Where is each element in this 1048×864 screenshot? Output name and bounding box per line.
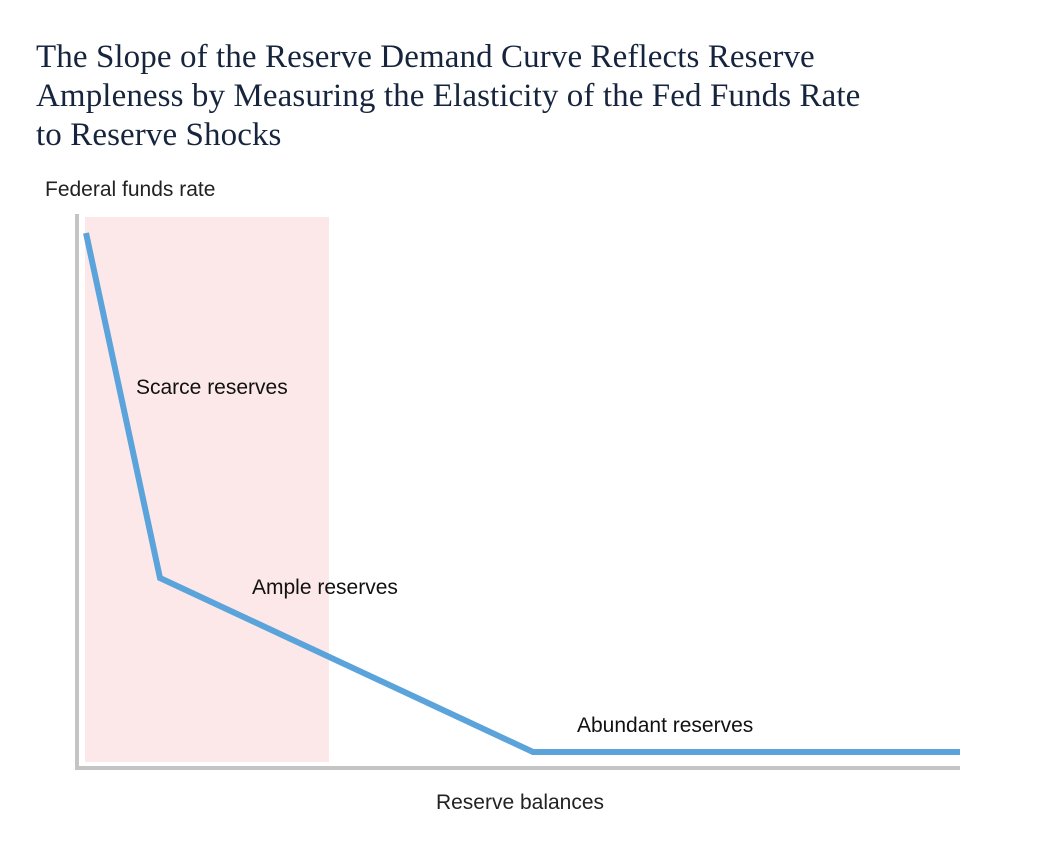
x-axis-title: Reserve balances — [435, 791, 605, 814]
title-line-1: The Slope of the Reserve Demand Curve Re… — [36, 39, 815, 75]
shaded-band-scarce-ample — [85, 217, 329, 762]
annotation-abundant-reserves: Abundant reserves — [577, 714, 754, 737]
page-title: The Slope of the Reserve Demand Curve Re… — [36, 38, 986, 155]
title-line-2: Ampleness by Measuring the Elasticity of… — [36, 78, 861, 114]
annotation-ample-reserves: Ample reserves — [252, 576, 398, 599]
annotation-scarce-reserves: Scarce reserves — [136, 376, 288, 399]
reserve-demand-curve — [83, 232, 960, 755]
title-line-3: to Reserve Shocks — [36, 117, 282, 153]
y-axis-title: Federal funds rate — [45, 178, 216, 201]
